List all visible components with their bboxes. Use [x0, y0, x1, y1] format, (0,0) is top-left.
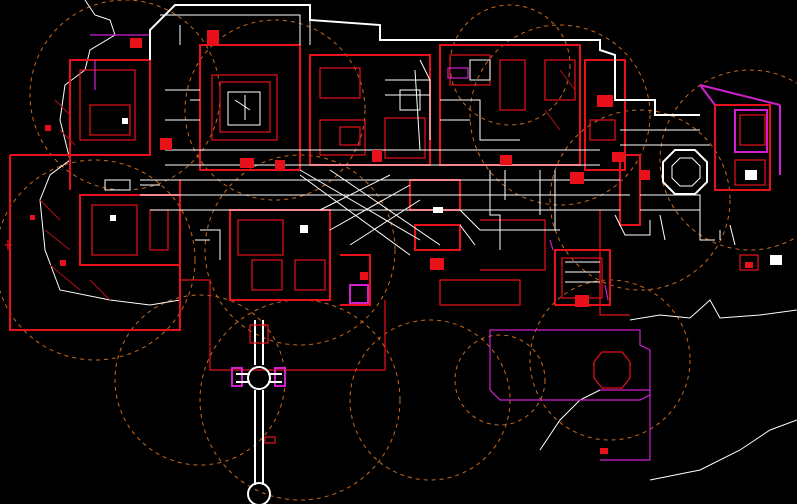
- enclosure-lines: [5, 154, 630, 371]
- range-circle: [349, 319, 511, 481]
- corridor-network: [140, 4, 736, 260]
- building-outline-layer: [69, 44, 771, 306]
- range-circle: [184, 19, 366, 201]
- range-circle: [29, 0, 221, 191]
- accent-layer: [90, 34, 781, 461]
- range-circle: [204, 154, 396, 346]
- range-circle: [114, 294, 286, 466]
- range-circle: [454, 334, 546, 426]
- range-circle: [449, 4, 571, 126]
- range-circle: [0, 159, 196, 361]
- perimeter-outline: [39, 0, 797, 481]
- range-circle: [549, 109, 731, 291]
- range-circle: [199, 299, 401, 501]
- detail-blocks: [30, 30, 782, 454]
- octagon-plaza: [593, 149, 708, 389]
- terrain-hatch: [39, 69, 576, 301]
- range-circle: [659, 69, 797, 251]
- range-circle: [469, 24, 651, 206]
- south-axis: [236, 320, 282, 504]
